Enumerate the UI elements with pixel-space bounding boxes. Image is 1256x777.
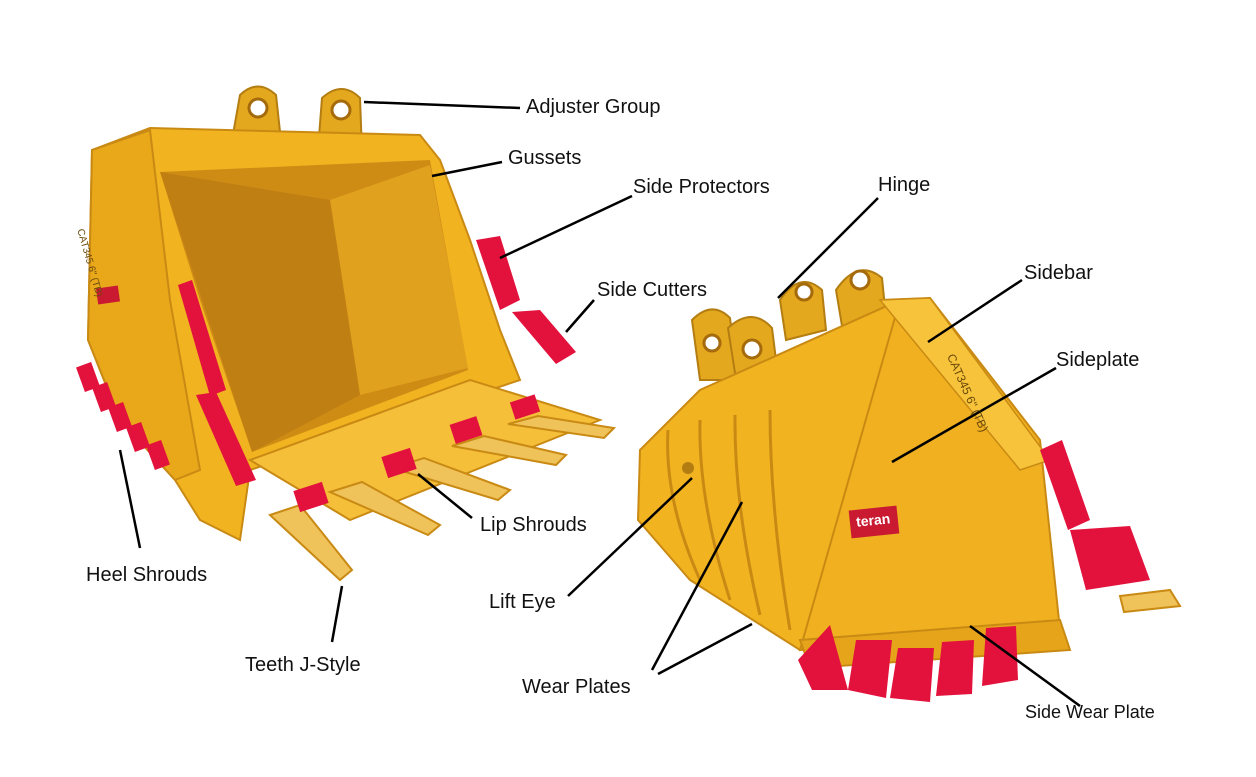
left-brand-plate — [95, 285, 121, 305]
leader-side-cutters — [565, 299, 595, 333]
right-lift-eye — [682, 462, 694, 474]
leader-lines — [118, 100, 1081, 708]
leader-side-wear-plate — [969, 624, 1081, 708]
left-lip-shrouds — [293, 394, 541, 513]
leader-heel-shrouds — [118, 449, 142, 549]
left-bucket — [76, 85, 617, 582]
left-side-cutters — [512, 310, 576, 364]
label-sidebar: Sidebar — [1024, 262, 1093, 284]
label-side-protectors: Side Protectors — [633, 176, 770, 198]
leader-lip-shrouds — [417, 473, 473, 519]
label-lift-eye: Lift Eye — [489, 591, 556, 613]
right-wear-plates — [666, 409, 792, 631]
left-teeth — [268, 414, 617, 582]
leader-wear-plates-a — [650, 501, 744, 671]
right-bucket — [636, 269, 1182, 702]
brand-logo: teran — [855, 510, 891, 530]
label-hinge: Hinge — [878, 174, 931, 196]
left-side-plate — [86, 128, 202, 482]
leader-hinge — [777, 197, 879, 299]
leader-wear-plates-b — [657, 622, 753, 676]
right-heel-shrouds — [798, 625, 1018, 702]
label-sideplate: Sideplate — [1056, 349, 1140, 371]
label-teeth-j-style: Teeth J-Style — [245, 654, 361, 676]
leader-teeth-j-style — [330, 585, 344, 643]
leader-adjuster-group — [363, 100, 521, 110]
label-side-wear-plate: Side Wear Plate — [1025, 702, 1155, 722]
label-heel-shrouds: Heel Shrouds — [86, 564, 208, 586]
leader-lift-eye — [567, 477, 693, 597]
leader-sidebar — [927, 278, 1023, 344]
label-gussets: Gussets — [508, 147, 582, 169]
left-heel-shrouds — [76, 362, 170, 470]
label-side-cutters: Side Cutters — [597, 279, 708, 301]
leader-sideplate — [891, 366, 1057, 464]
label-adjuster-group: Adjuster Group — [526, 96, 661, 118]
label-lip-shrouds: Lip Shrouds — [480, 514, 587, 536]
leader-gussets — [431, 160, 503, 178]
right-brand-plate — [848, 505, 900, 539]
label-wear-plates: Wear Plates — [522, 676, 631, 698]
left-side-protectors — [476, 236, 520, 310]
leader-side-protectors — [499, 194, 633, 260]
